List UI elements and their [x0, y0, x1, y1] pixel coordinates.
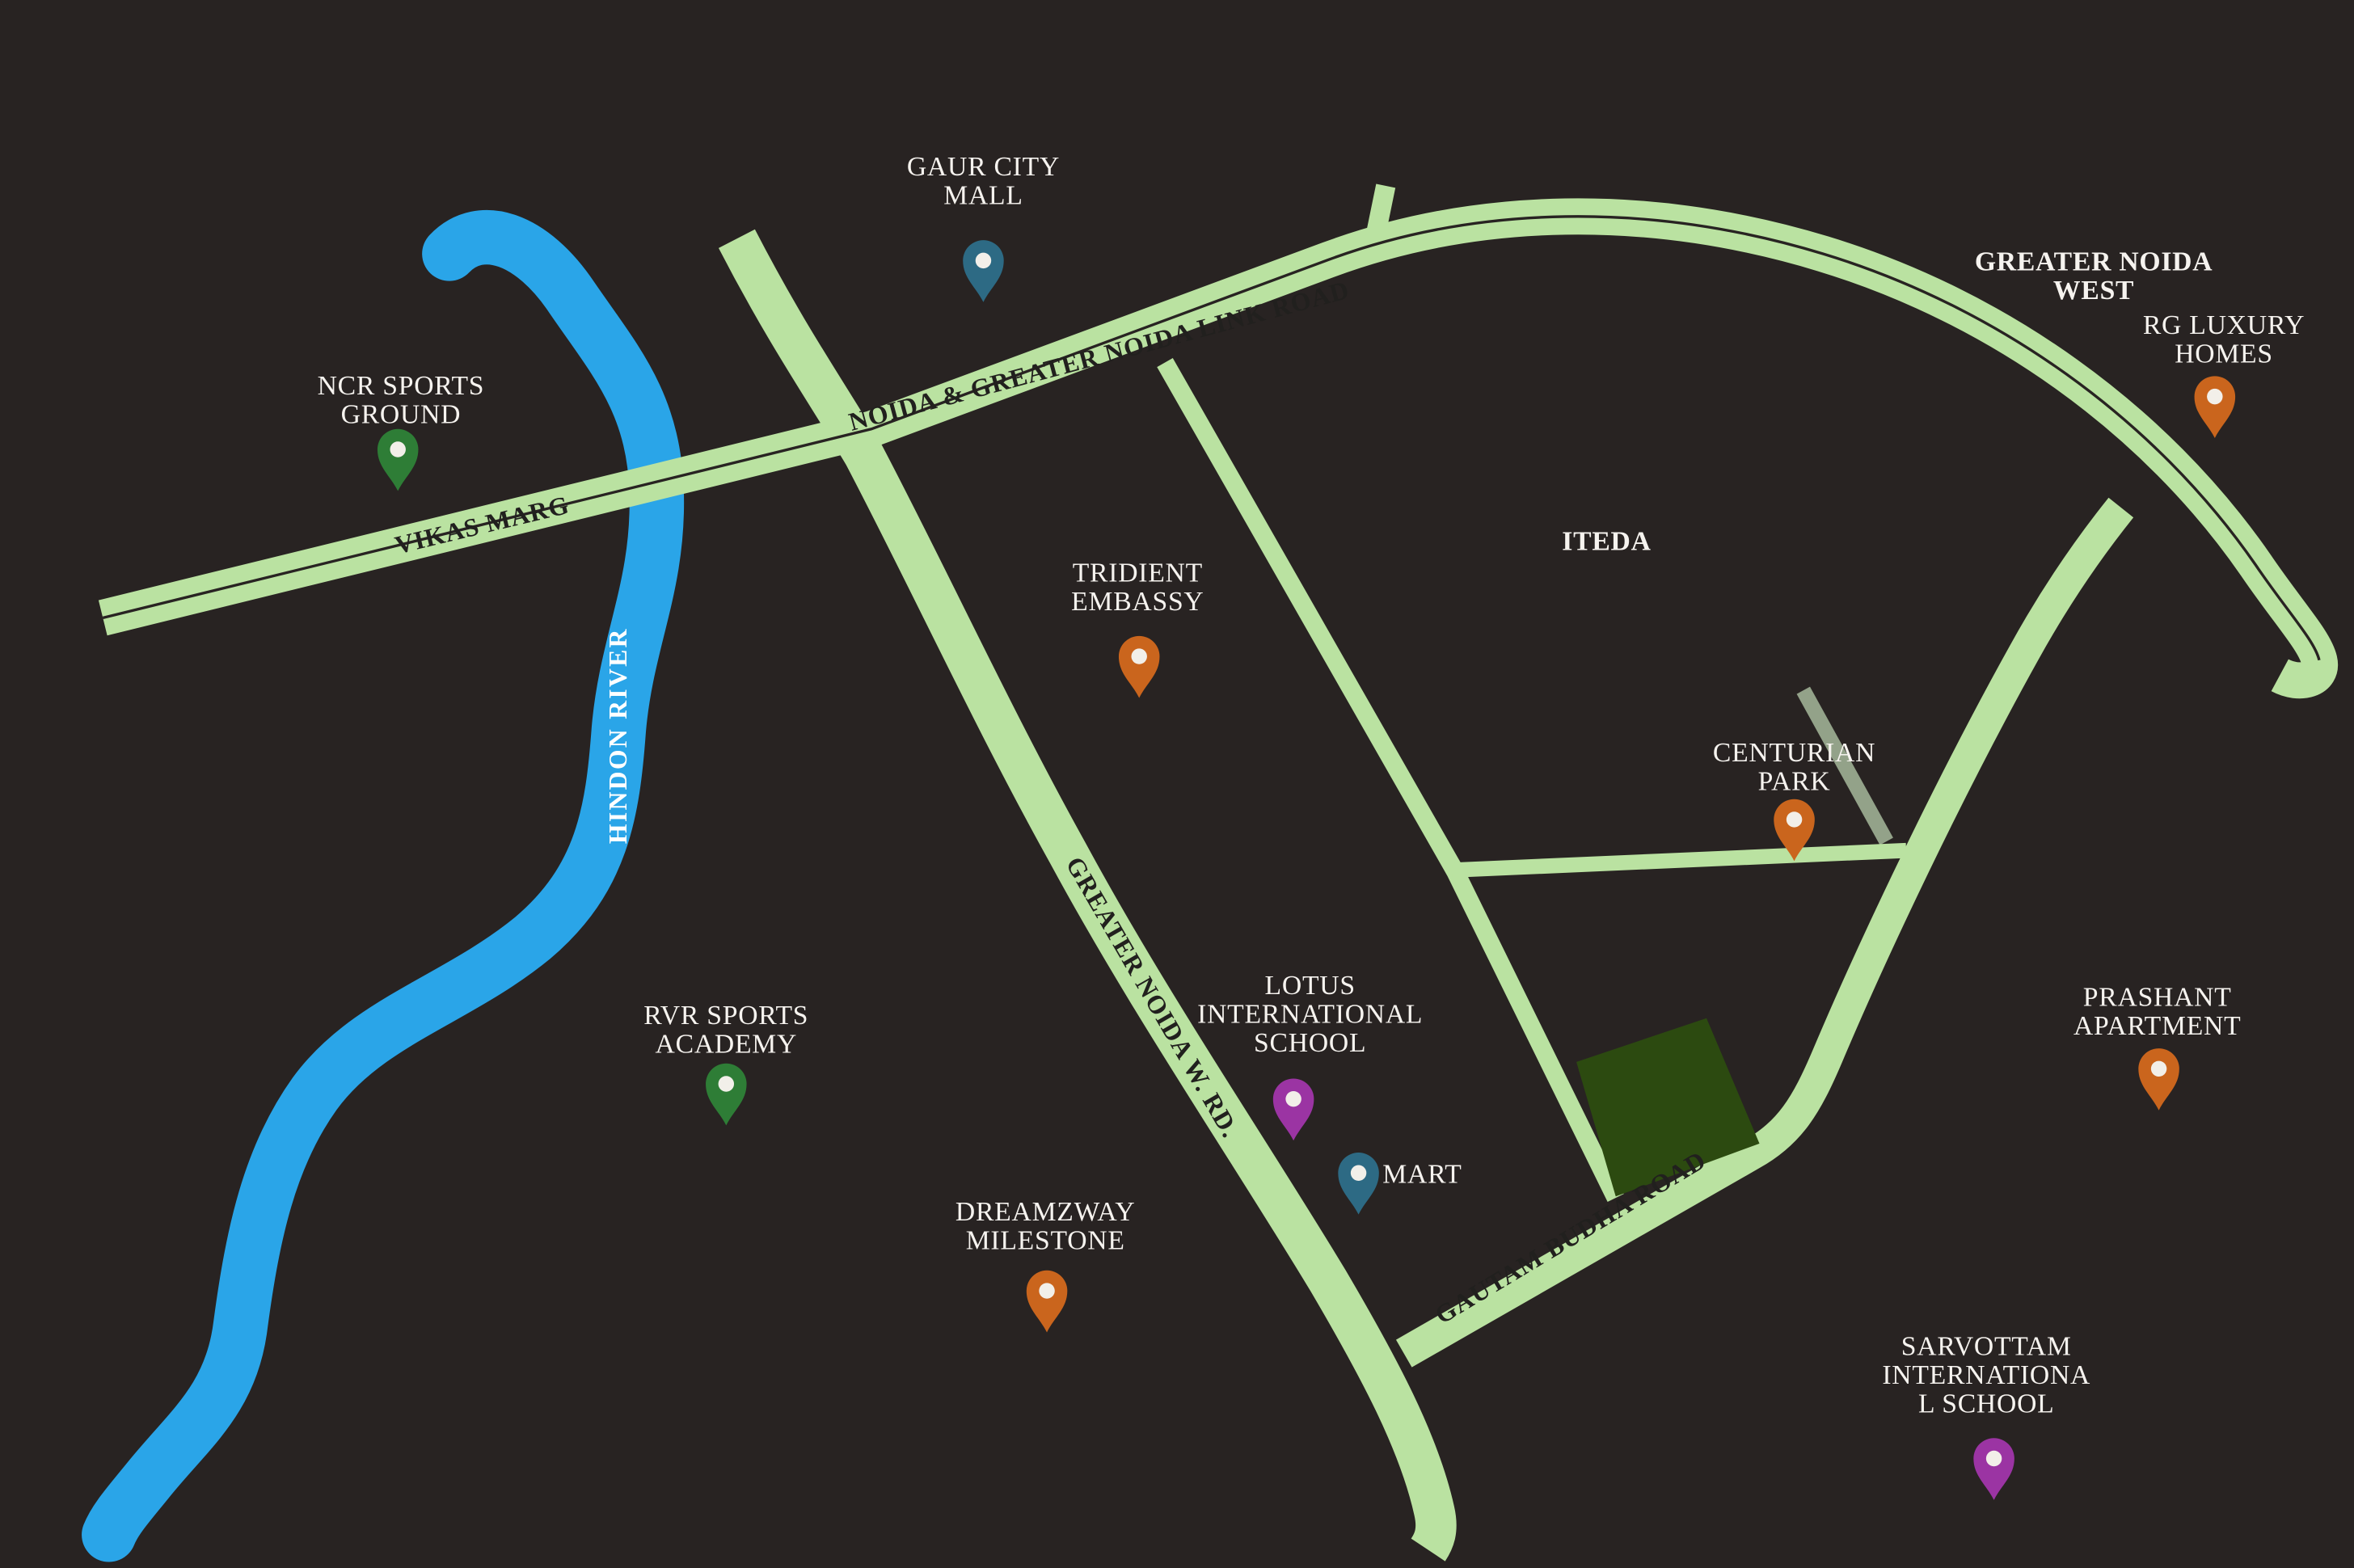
hindon-river-water	[82, 210, 685, 1562]
map-pin-rvr-sports-academy[interactable]	[706, 1063, 747, 1126]
map-pin-icon	[1118, 635, 1160, 698]
road-label-hindon-river: HINDON RIVER	[604, 627, 632, 844]
map-pin-icon	[1973, 1438, 2014, 1500]
pin-hole	[1039, 1283, 1055, 1299]
map-pin-lotus-international-school[interactable]	[1272, 1078, 1314, 1141]
map-pin-icon	[1338, 1153, 1379, 1215]
pin-hole	[1350, 1165, 1367, 1181]
pin-hole	[390, 441, 406, 457]
map-pin-icon	[963, 240, 1004, 302]
map-pin-icon	[1774, 799, 1815, 862]
map-pin-icon	[377, 428, 419, 491]
map-pin-ncr-sports-ground[interactable]	[377, 428, 419, 491]
map-pin-icon	[706, 1063, 747, 1126]
pin-hole	[2207, 388, 2223, 405]
map-pin-gaur-city-mall[interactable]	[963, 240, 1004, 302]
site-area-polygon	[1576, 1018, 1760, 1197]
map-pin-icon	[2138, 1048, 2179, 1111]
map-pin-icon	[1272, 1078, 1314, 1141]
map-pin-prashant-apartment[interactable]	[2138, 1048, 2179, 1111]
pin-hole	[2150, 1060, 2167, 1077]
road-gautam-budha	[1395, 497, 2134, 1368]
road-connector-horizontal	[1452, 842, 1907, 878]
pin-hole	[1285, 1090, 1301, 1107]
road-centerline	[102, 215, 2321, 661]
roads-layer	[98, 183, 2338, 1562]
pin-hole	[975, 252, 992, 269]
pins-layer	[377, 240, 2236, 1500]
pin-hole	[1786, 811, 1803, 828]
pin-hole	[718, 1076, 735, 1092]
map-pin-icon	[2194, 376, 2236, 439]
road-top-stub	[1364, 183, 1396, 247]
area-label-iteda: ITEDA	[1562, 526, 1651, 556]
map-pin-sarvottam-international-school[interactable]	[1973, 1438, 2014, 1500]
pin-hole	[1131, 648, 1147, 664]
pin-hole	[1985, 1450, 2002, 1467]
map-pin-tridient-embassy[interactable]	[1118, 635, 1160, 698]
map-pin-icon	[1026, 1270, 1068, 1333]
map-pin-rg-luxury-homes[interactable]	[2194, 376, 2236, 439]
map-pin-dreamzway-milestone[interactable]	[1026, 1270, 1068, 1333]
map-pin-centurian-park[interactable]	[1774, 799, 1815, 862]
road-faded-connector	[1796, 686, 1893, 845]
map-pin-d-mart[interactable]	[1338, 1153, 1379, 1215]
